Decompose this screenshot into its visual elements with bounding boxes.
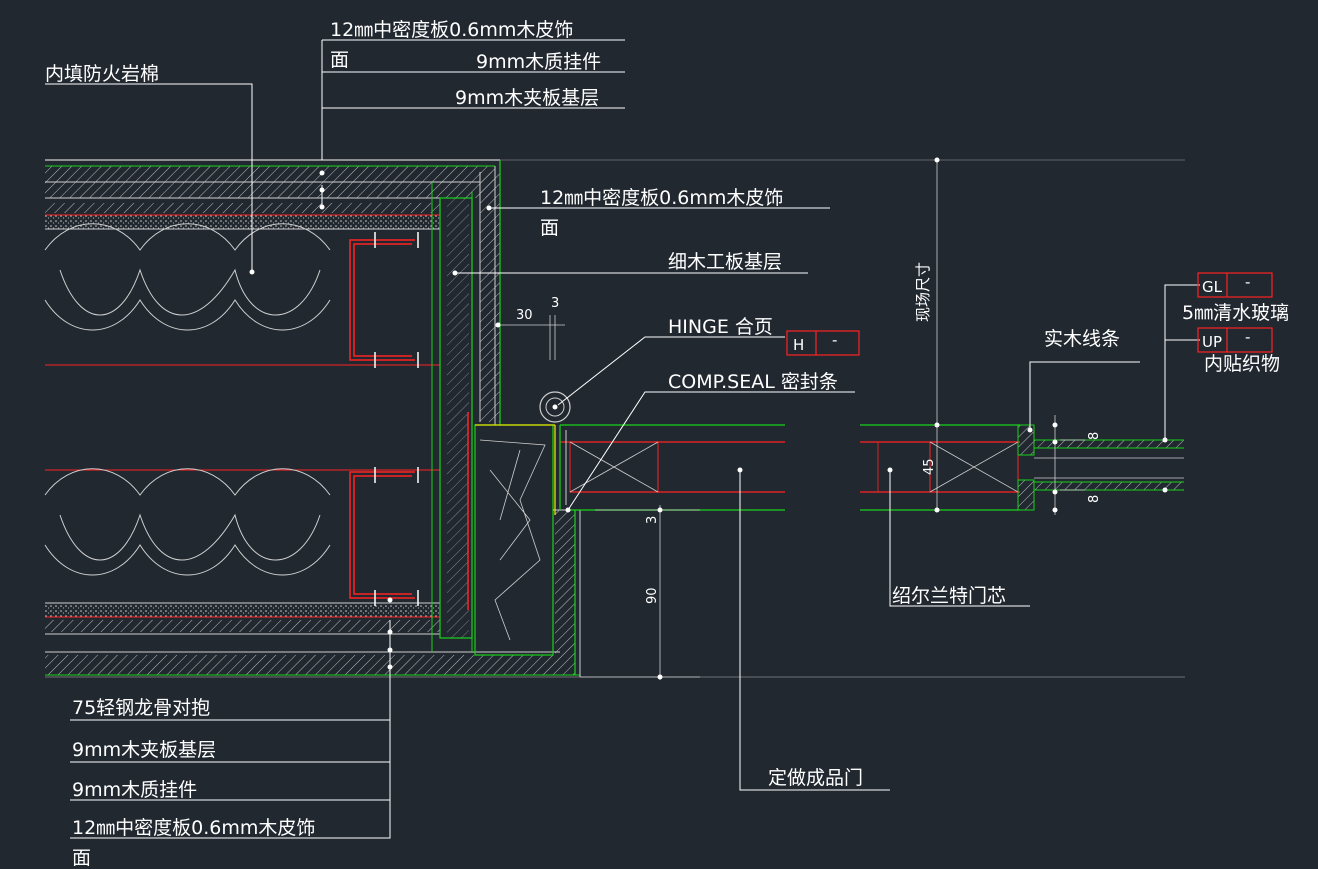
door-leaf (559, 424, 1184, 511)
dim-45: 45 (922, 458, 937, 475)
door-jamb (431, 160, 581, 677)
leader-dots (249, 157, 1168, 680)
label-top-mdf-line1: 12㎜中密度板0.6mm木皮饰 (330, 19, 573, 41)
hinge-tag-code: H (793, 336, 804, 354)
label-top-wood-hanger: 9mm木质挂件 (476, 51, 601, 73)
label-jamb-mdf-line1: 12㎜中密度板0.6mm木皮饰 (540, 187, 783, 209)
label-fabric: 内贴织物 (1204, 353, 1280, 375)
label-glass: 5㎜清水玻璃 (1182, 302, 1289, 324)
label-honeycomb-core: 绍尔兰特门芯 (892, 585, 1006, 607)
hinge-symbol (539, 391, 571, 423)
label-light-steel-stud: 75轻钢龙骨对抱 (72, 697, 210, 719)
dim-3-top: 3 (551, 296, 559, 311)
label-solid-wood-strip: 实木线条 (1044, 328, 1120, 350)
label-blockboard: 细木工板基层 (668, 251, 782, 273)
glass-tag-number: - (1245, 273, 1250, 291)
glass-tag: GL - (1197, 272, 1273, 298)
dim-8-bottom: 8 (1087, 495, 1102, 503)
label-bottom-mdf-line2: 面 (72, 847, 91, 869)
label-hinge: HINGE 合页 (668, 316, 773, 338)
rock-wool-insulation (44, 223, 440, 576)
steel-studs (349, 232, 419, 606)
dim-30: 30 (516, 308, 533, 323)
fabric-tag: UP - (1197, 327, 1273, 353)
dim-90: 90 (645, 587, 660, 604)
label-jamb-mdf-line2: 面 (540, 217, 559, 239)
label-site-size: 现场尺寸 (914, 262, 932, 322)
wall-top-band (45, 159, 500, 230)
label-comp-seal: COMP.SEAL 密封条 (668, 371, 838, 393)
annotation-labels: 12㎜中密度板0.6mm木皮饰 面 9mm木质挂件 9mm木夹板基层 内填防火岩… (45, 19, 1289, 869)
label-fire-rock-wool: 内填防火岩棉 (45, 63, 159, 85)
leader-lines (45, 39, 1200, 839)
label-top-plywood: 9mm木夹板基层 (455, 87, 599, 109)
dim-8-top: 8 (1087, 432, 1102, 440)
hinge-tag: H - (786, 330, 860, 356)
label-custom-door: 定做成品门 (768, 767, 863, 789)
fabric-tag-number: - (1245, 328, 1250, 346)
glass-tag-code: GL (1202, 278, 1223, 296)
label-bottom-wood-hanger: 9mm木质挂件 (72, 779, 197, 801)
wall-bottom-band (45, 602, 1185, 678)
label-bottom-mdf-line1: 12㎜中密度板0.6mm木皮饰 (72, 817, 315, 839)
hinge-tag-number: - (832, 331, 837, 349)
dimension-lines (500, 159, 1185, 680)
label-bottom-plywood: 9mm木夹板基层 (72, 739, 216, 761)
label-top-mdf-line2: 面 (330, 49, 349, 71)
fabric-tag-code: UP (1202, 333, 1222, 351)
dimension-texts: 30 3 3 90 45 8 8 (516, 296, 1102, 604)
dim-3-side: 3 (645, 516, 660, 524)
